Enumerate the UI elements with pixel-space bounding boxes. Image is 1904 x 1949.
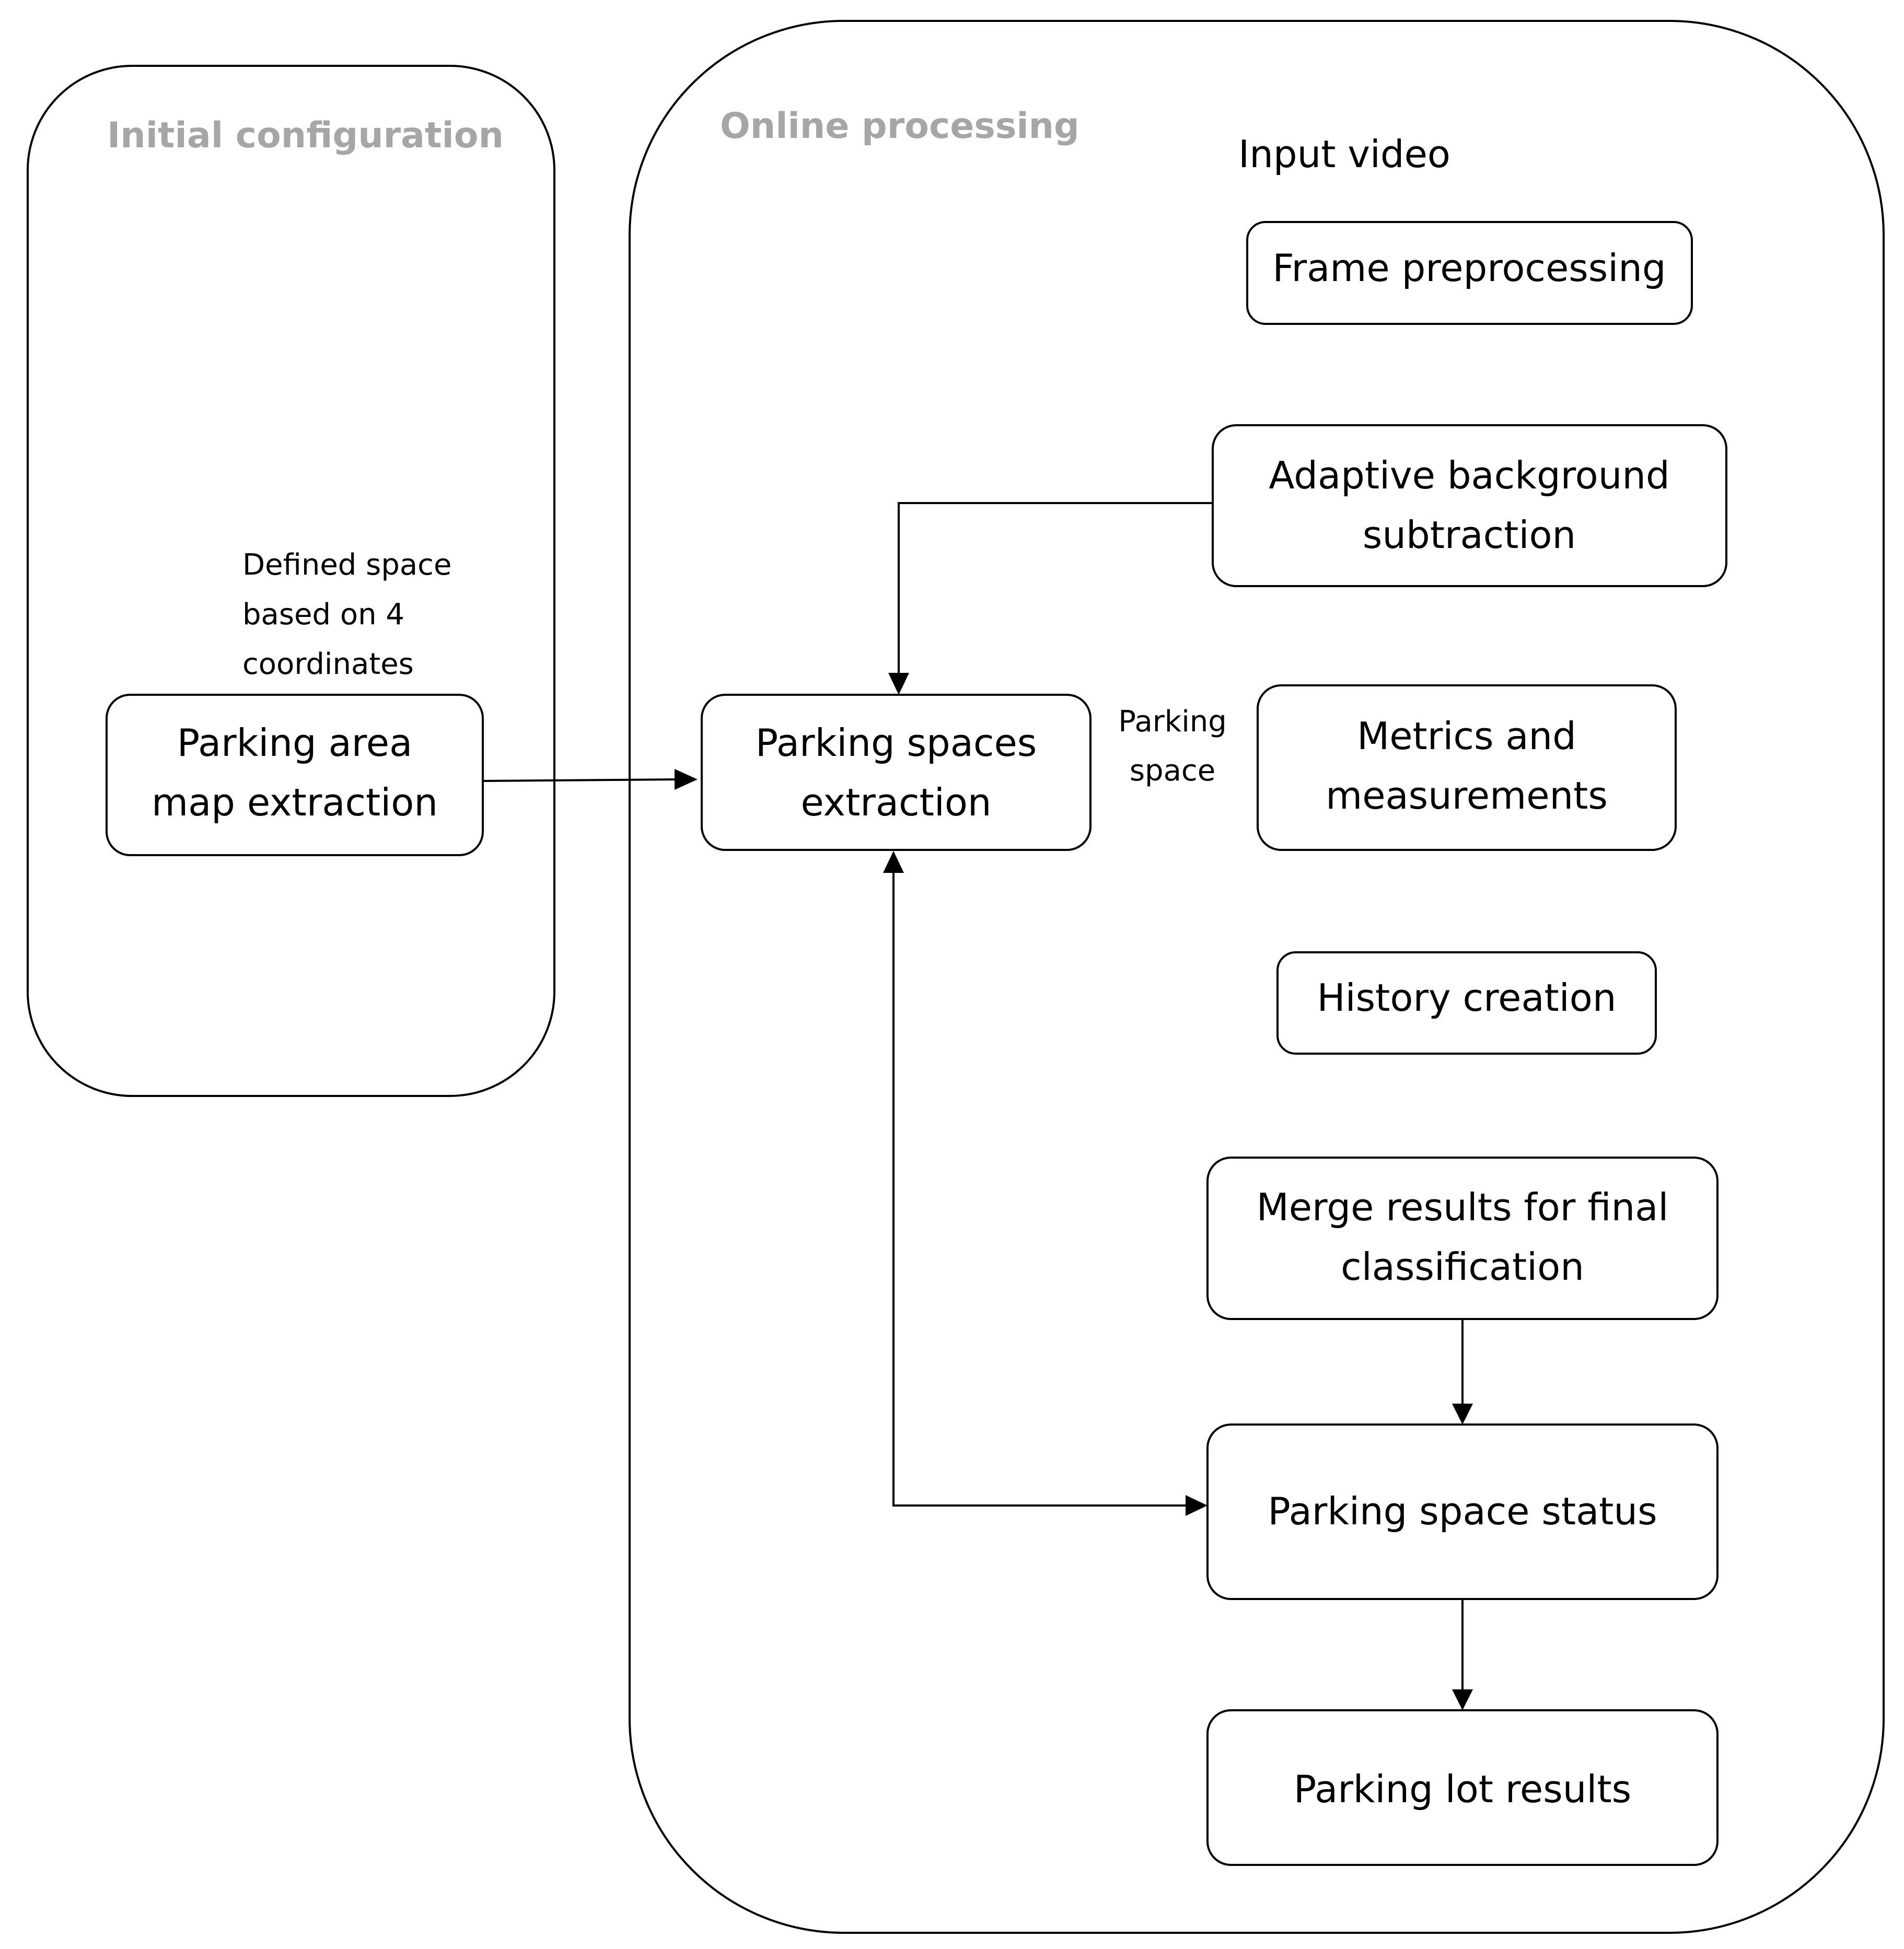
svg-text:classification: classification xyxy=(1341,1245,1584,1289)
edge-background-to-spaces xyxy=(888,502,1213,695)
svg-text:Merge results for final: Merge results for final xyxy=(1257,1185,1669,1229)
svg-text:Defined space: Defined space xyxy=(242,548,451,582)
svg-text:subtraction: subtraction xyxy=(1363,513,1576,557)
arrowhead xyxy=(883,851,904,873)
node-frame-preprocessing: Frame preprocessing xyxy=(1246,221,1693,325)
svg-text:based on 4: based on 4 xyxy=(242,598,404,632)
svg-text:Parking lot results: Parking lot results xyxy=(1294,1767,1631,1811)
node-parking-spaces-extraction: Parking spaces extraction xyxy=(701,694,1092,851)
svg-text:Frame preprocessing: Frame preprocessing xyxy=(1272,246,1666,290)
svg-text:Metrics and: Metrics and xyxy=(1357,714,1576,758)
arrowhead xyxy=(675,769,698,790)
svg-text:Parking: Parking xyxy=(1118,705,1227,739)
note-defined-space: Defined space based on 4 coordinates xyxy=(242,548,451,681)
online-processing-title: Online processing xyxy=(720,106,1079,147)
node-merge-results-for-final-classification: Merge results for final classification xyxy=(1206,1157,1719,1320)
svg-text:space: space xyxy=(1130,754,1215,788)
node-metrics-and-measurements: Metrics and measurements xyxy=(1257,684,1677,851)
initial-configuration-title: Initial configuration xyxy=(107,115,504,156)
svg-text:Adaptive background: Adaptive background xyxy=(1269,453,1669,497)
svg-text:Parking area: Parking area xyxy=(177,721,412,765)
edge-merge-to-status xyxy=(1452,1319,1473,1425)
arrowhead xyxy=(888,673,909,695)
svg-text:measurements: measurements xyxy=(1326,774,1608,818)
edge-spaces-status-bidirectional xyxy=(883,851,1208,1516)
arrowhead xyxy=(1186,1495,1208,1516)
svg-text:coordinates: coordinates xyxy=(242,647,414,681)
edge-map-to-spaces xyxy=(482,769,698,790)
node-history-creation: History creation xyxy=(1276,951,1657,1055)
svg-text:extraction: extraction xyxy=(800,780,991,824)
arrowhead xyxy=(1452,1404,1473,1425)
edge-status-to-results xyxy=(1452,1599,1473,1710)
node-parking-area-map-extraction: Parking area map extraction xyxy=(106,694,484,856)
note-parking-space: Parking space xyxy=(1118,705,1227,788)
arrowhead xyxy=(1452,1689,1473,1710)
svg-text:Parking spaces: Parking spaces xyxy=(756,721,1037,765)
node-parking-lot-results: Parking lot results xyxy=(1206,1709,1719,1866)
node-adaptive-background-subtraction: Adaptive background subtraction xyxy=(1212,424,1727,587)
svg-text:Parking space status: Parking space status xyxy=(1268,1489,1657,1533)
svg-text:map extraction: map extraction xyxy=(152,780,438,824)
svg-text:History creation: History creation xyxy=(1317,976,1617,1020)
node-parking-space-status: Parking space status xyxy=(1206,1423,1719,1600)
input-video-label: Input video xyxy=(1238,132,1450,176)
